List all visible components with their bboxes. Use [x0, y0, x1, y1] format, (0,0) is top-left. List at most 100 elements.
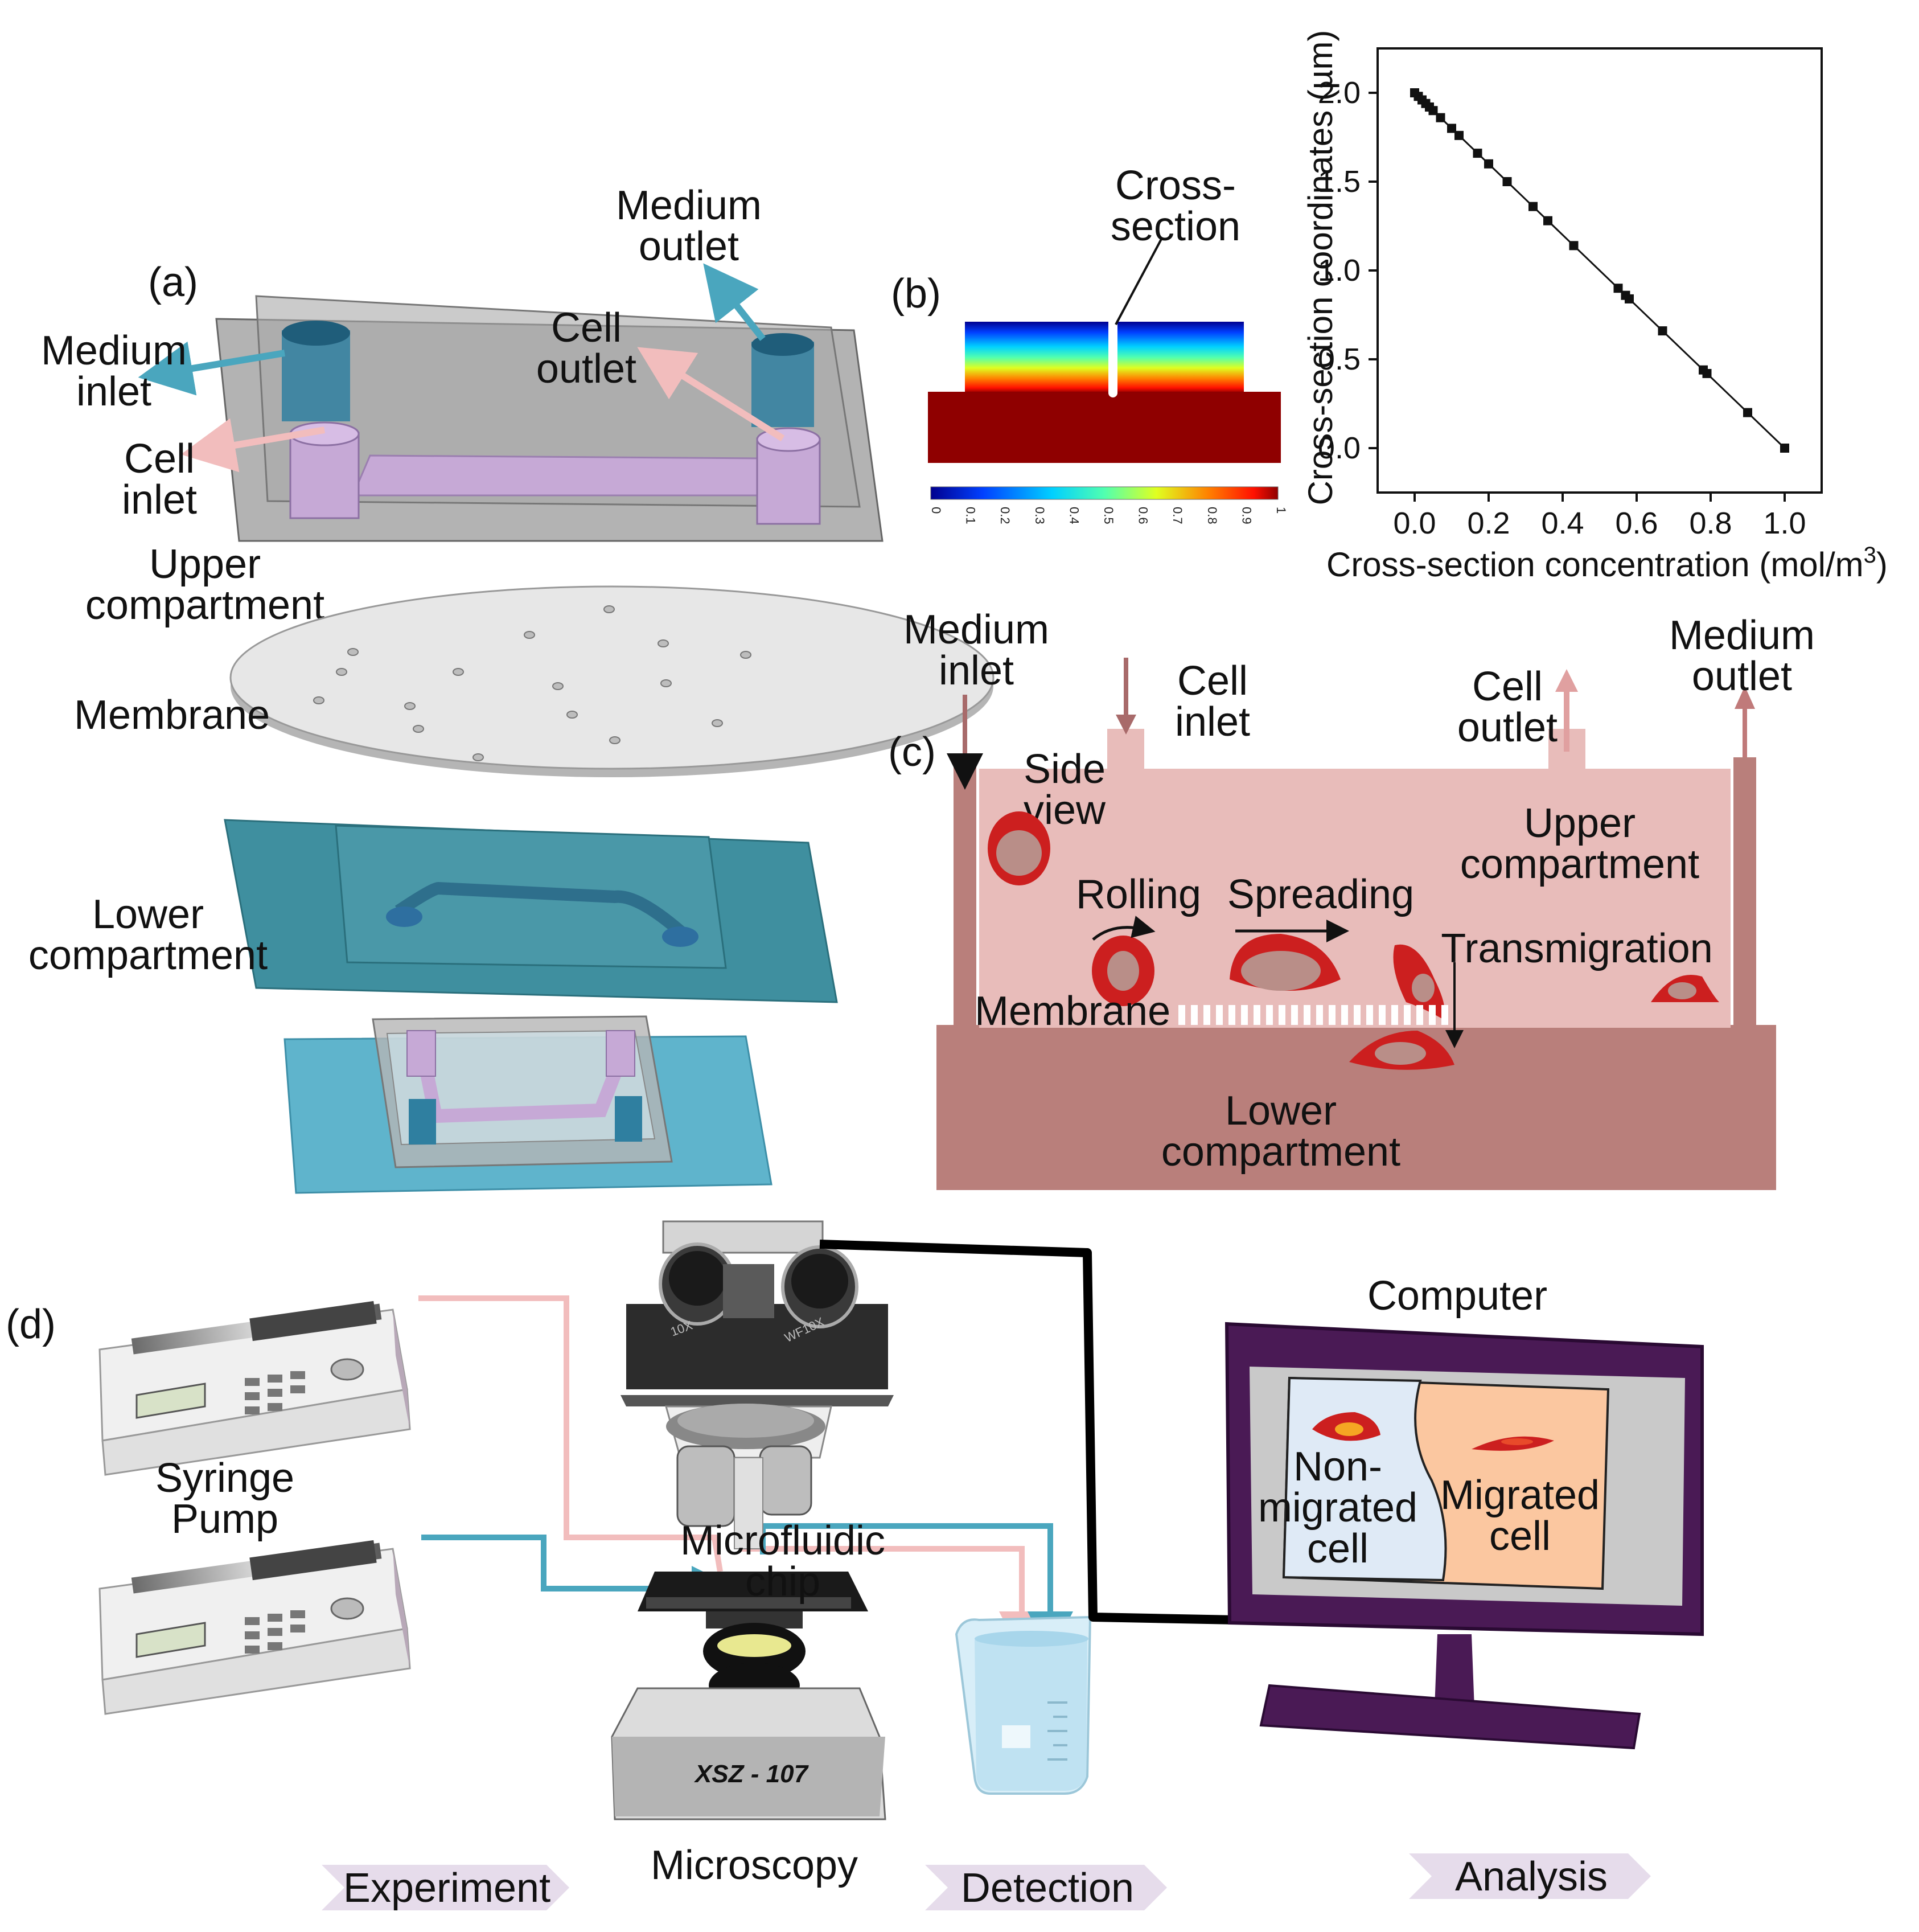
data-point [1780, 444, 1789, 453]
lower-migrated-cell [1349, 1031, 1454, 1070]
membrane-pore [1241, 1005, 1248, 1025]
x-axis-label: Cross-section concentration (mol/m3) [1326, 543, 1888, 584]
colorbar-tick-label: 1 [1274, 507, 1288, 514]
data-point [1543, 216, 1552, 225]
step-analysis: Analysis [1409, 1853, 1651, 1900]
y-tick-label: 1.0 [1318, 253, 1361, 288]
cross-section-label: Cross-section [1111, 163, 1240, 249]
data-point [1625, 294, 1634, 303]
medium-outlet-arrow [703, 263, 766, 341]
membrane-pore [1366, 1005, 1373, 1025]
step-experiment: Experiment [322, 1865, 569, 1911]
medium-inlet-channel [954, 757, 976, 1025]
membrane-pore [1203, 1005, 1210, 1025]
lower-compartment-chip [224, 819, 838, 1003]
membrane-label: Membrane [74, 692, 270, 738]
data-point [1613, 284, 1623, 293]
colorbar-tick-label: 0.4 [1067, 507, 1081, 524]
step-microscopy-label: Microscopy [651, 1843, 858, 1888]
panel-c-letter: (c) [888, 729, 936, 775]
membrane-pore [1329, 1005, 1336, 1025]
colorbar-tick-label: 0.5 [1102, 507, 1116, 524]
spreading-cell [1230, 934, 1341, 991]
membrane-pore [1254, 1005, 1260, 1025]
computer-monitor [1224, 1322, 1704, 1750]
data-point [1473, 149, 1482, 158]
microscope-model-label: XSZ - 107 [693, 1760, 809, 1788]
cell-outlet-arrowhead [1555, 669, 1578, 692]
data-point [1502, 177, 1512, 186]
syringe-pump-lower [98, 1540, 411, 1715]
membrane-pore [1266, 1005, 1273, 1025]
membrane-pore [1316, 1005, 1323, 1025]
membrane-pore [1341, 1005, 1348, 1025]
cell-inlet-arrowhead [1116, 715, 1136, 735]
medium-outlet-channel [1733, 757, 1756, 1025]
spreading-label: Spreading [1227, 872, 1414, 917]
membrane-pore [1191, 1005, 1198, 1025]
colorbar-tick-label: 0 [929, 507, 943, 514]
membrane-pore [1291, 1005, 1298, 1025]
membrane-pore [1354, 1005, 1361, 1025]
cell-inlet-arrow [180, 418, 326, 473]
computer-label: Computer [1367, 1273, 1547, 1319]
y-tick-label: 1.5 [1318, 165, 1361, 199]
membrane-pore [1441, 1005, 1448, 1025]
step-detection: Detection [925, 1865, 1167, 1911]
membrane-pore [1228, 1005, 1235, 1025]
medium-tubing [421, 1535, 737, 1611]
beaker [955, 1615, 1092, 1795]
panel-b-letter: (b) [891, 271, 941, 317]
membrane-disc [229, 585, 995, 777]
colorbar-tick-label: 0.7 [1170, 507, 1185, 524]
upper-compartment-chip [215, 295, 884, 542]
panel-a-letter: (a) [148, 260, 198, 305]
data-point [1743, 408, 1752, 417]
data-point [1454, 130, 1464, 140]
data-point [1658, 326, 1667, 336]
x-tick-label: 0.6 [1615, 506, 1658, 540]
data-cable [819, 1240, 1243, 1625]
colorbar-tick-label: 0.9 [1239, 507, 1254, 524]
membrane-pore [1178, 1005, 1185, 1025]
colorbar-tick-label: 0.3 [1033, 507, 1047, 524]
rolling-label: Rolling [1076, 872, 1201, 917]
membrane-pore [1429, 1005, 1436, 1025]
series-line [1413, 92, 1786, 449]
series-points [1410, 88, 1789, 453]
step-experiment-label: Experiment [343, 1865, 550, 1911]
rolling-cell [1092, 936, 1154, 1006]
cell-tubing [418, 1295, 723, 1572]
upper-compartment-chamber [979, 729, 1731, 1028]
membrane-pore [1216, 1005, 1223, 1025]
assembled-chip [283, 1015, 772, 1194]
y-tick-label: 0.0 [1318, 431, 1361, 465]
colorbar [930, 486, 1279, 500]
simulation-lower-domain [928, 392, 1281, 463]
x-tick-label: 0.4 [1541, 506, 1584, 540]
medium-outlet-arrowhead [1735, 686, 1755, 709]
data-point [1447, 124, 1456, 133]
cell-outlet-arrow [637, 347, 785, 442]
step-analysis-label: Analysis [1455, 1854, 1608, 1900]
outflow-tubing-pink [740, 1546, 1045, 1657]
